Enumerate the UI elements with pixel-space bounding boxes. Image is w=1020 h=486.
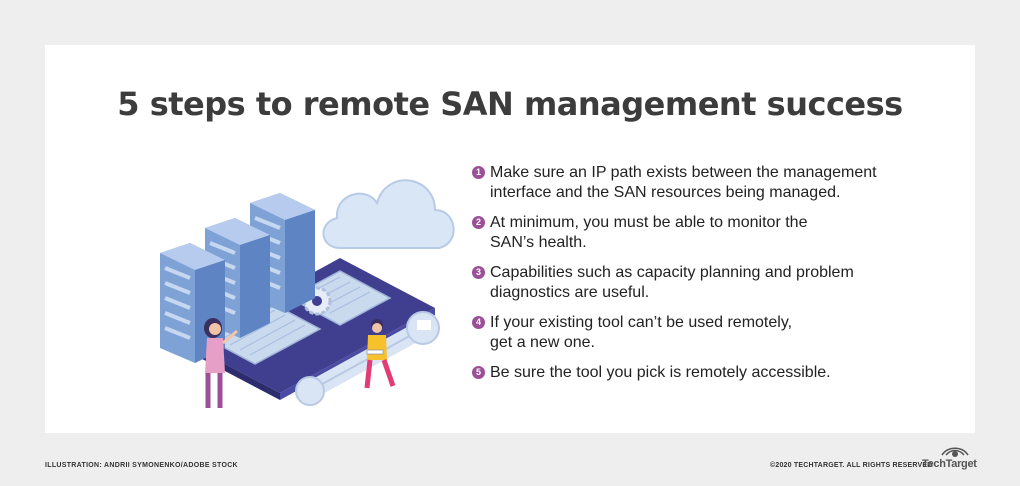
person-icon [204,318,238,408]
step-text-line: Make sure an IP path exists between the … [490,164,877,181]
step-number-badge: 3 [472,266,485,279]
list-item: 5 Be sure the tool you pick is remotely … [472,363,942,383]
copyright-notice: ©2020 TECHTARGET. ALL RIGHTS RESERVED [770,462,933,469]
list-item: 1 Make sure an IP path exists between th… [472,163,942,203]
infographic-card: 5 steps to remote SAN management success [45,45,975,433]
step-text-line: get a new one. [490,334,595,351]
step-number-badge: 4 [472,316,485,329]
illustration-credit: ILLUSTRATION: ANDRII SYMONENKO/ADOBE STO… [45,462,238,469]
brand-logo: TechTarget [922,444,978,474]
person-icon [364,319,396,389]
step-text-line: diagnostics are useful. [490,284,650,301]
eye-icon [941,447,969,457]
step-number-badge: 2 [472,216,485,229]
step-number-badge: 1 [472,166,485,179]
list-item: 4 If your existing tool can’t be used re… [472,313,942,353]
brand-name: TechTarget [922,458,977,470]
step-number-badge: 5 [472,366,485,379]
step-text-line: interface and the SAN resources being ma… [490,184,841,201]
step-text-line: Be sure the tool you pick is remotely ac… [490,364,831,381]
list-item: 2 At minimum, you must be able to monito… [472,213,942,253]
wrench-icon [295,311,440,406]
san-illustration [160,179,455,408]
step-text-line: Capabilities such as capacity planning a… [490,264,854,281]
step-text-line: At minimum, you must be able to monitor … [490,214,808,231]
list-item: 3 Capabilities such as capacity planning… [472,263,942,303]
cloud-icon [322,179,455,249]
step-text-line: If your existing tool can’t be used remo… [490,314,793,331]
steps-list: 1 Make sure an IP path exists between th… [472,163,942,393]
step-text-line: SAN’s health. [490,234,587,251]
page-title: 5 steps to remote SAN management success [117,85,903,123]
